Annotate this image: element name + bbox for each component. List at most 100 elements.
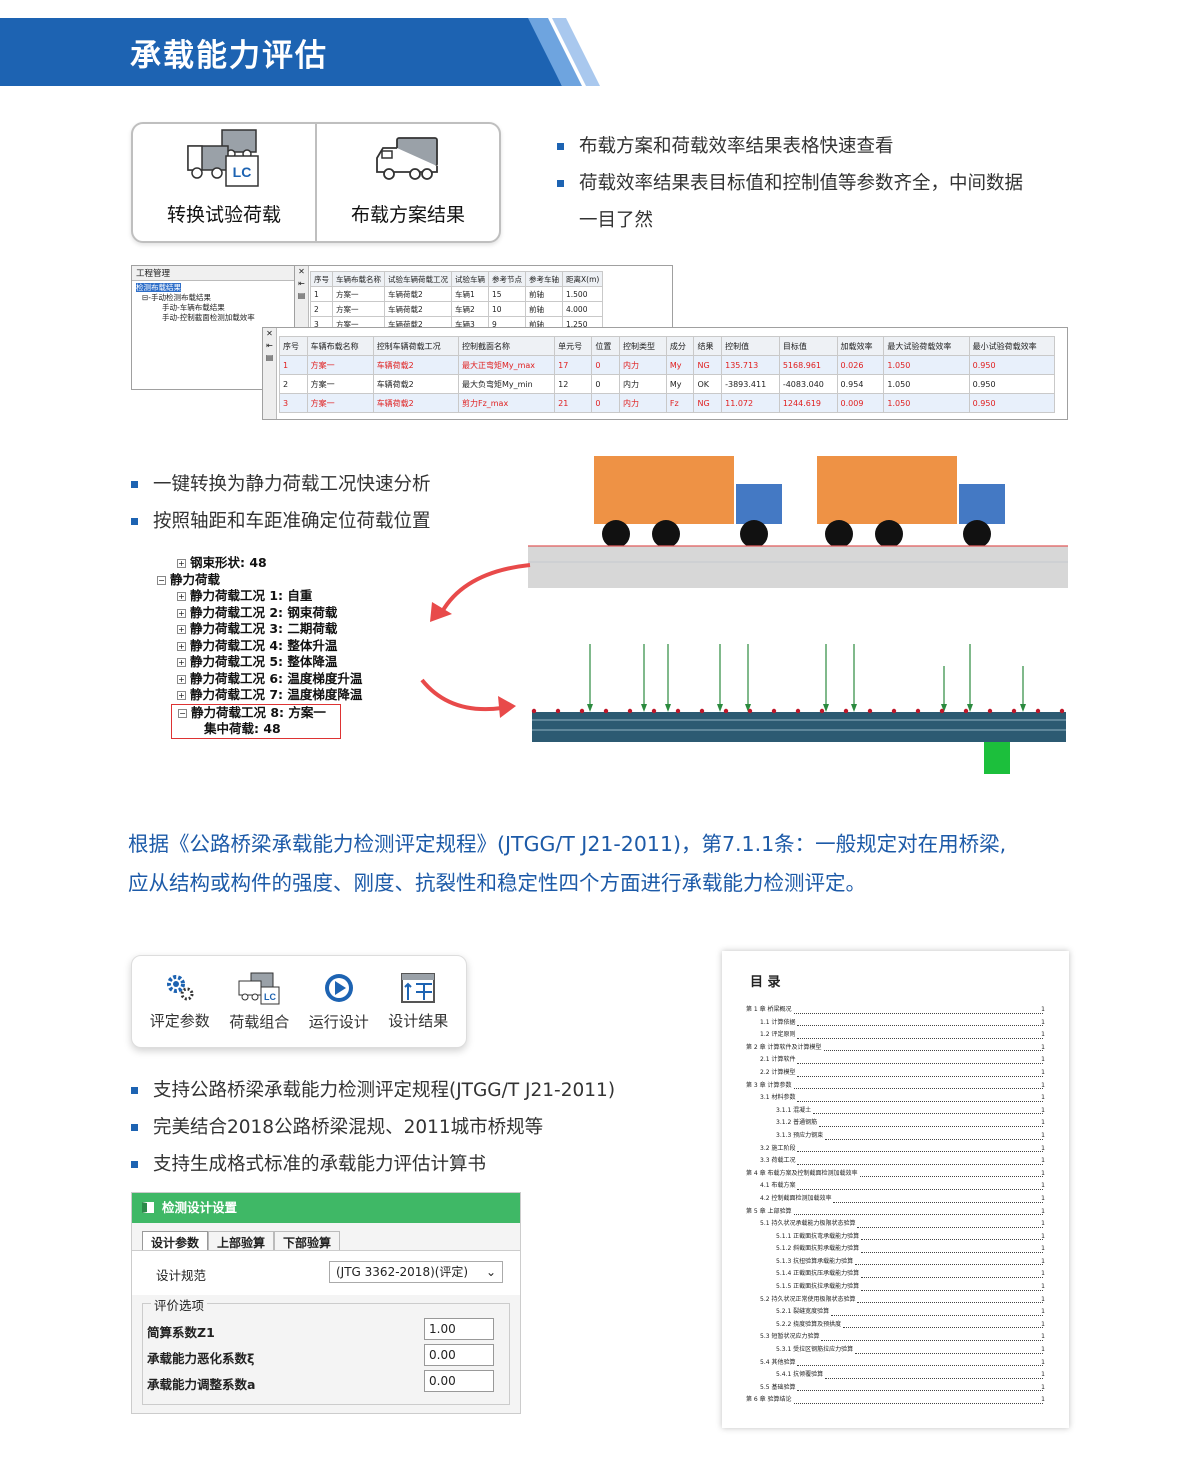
assessment-toolbar: 评定参数 LC 荷载组合 运行设计 设计结果: [131, 955, 467, 1048]
tree-group[interactable]: −静力荷载: [157, 571, 221, 587]
tab-bar: 设计参数 上部验算 下部验算: [132, 1223, 520, 1251]
node-marker: [531, 708, 537, 714]
field-input[interactable]: 1.00: [424, 1318, 494, 1340]
table-cell: 1: [279, 355, 308, 375]
toc-leader: [797, 1062, 1043, 1064]
toc-leader: [797, 1151, 1043, 1153]
toc-leader: [797, 1163, 1043, 1165]
table-cell: -4083.040: [778, 374, 838, 394]
node-marker: [939, 708, 945, 714]
table-cell: Fz: [665, 393, 695, 413]
expand-icon[interactable]: +: [177, 658, 186, 667]
design-result-button[interactable]: 设计结果: [388, 972, 448, 1031]
expand-icon[interactable]: +: [177, 592, 186, 601]
load-scheme-result-button[interactable]: 布载方案结果: [315, 124, 499, 241]
design-code-select[interactable]: (JTG 3362-2018)(评定)⌄: [329, 1261, 503, 1283]
node-marker: [651, 708, 657, 714]
node-marker: [987, 708, 993, 714]
tab-design-params[interactable]: 设计参数: [142, 1231, 209, 1250]
table-cell: 0: [591, 393, 621, 413]
tree-item[interactable]: +静力荷载工况 6: 温度梯度升温: [177, 670, 363, 686]
node-marker: [867, 708, 873, 714]
node-marker: [723, 708, 729, 714]
table-cell: OK: [693, 374, 723, 394]
table-cell: 最大正弯矩My_max: [457, 355, 556, 375]
toc-leader: [797, 1188, 1043, 1190]
run-design-button[interactable]: 运行设计: [309, 971, 369, 1032]
tree-item[interactable]: +静力荷载工况 3: 二期荷载: [177, 621, 338, 636]
node-marker: [747, 708, 753, 714]
expand-icon[interactable]: +: [177, 608, 186, 618]
convert-test-load-button[interactable]: LC 转换试验荷载: [133, 124, 315, 241]
toc-title: 目 录: [750, 975, 781, 990]
table-cell: 0.950: [968, 393, 1056, 413]
table-cell: 135.713: [721, 355, 780, 375]
toc-leader: [857, 1302, 1043, 1304]
toc-leader: [813, 1113, 1043, 1115]
expand-icon[interactable]: +: [177, 625, 186, 634]
column-header: 试验车辆荷载工况: [384, 271, 452, 287]
table-cell: 方案一: [306, 355, 374, 375]
toc-leader: [825, 1138, 1043, 1140]
table-cell: 0.950: [968, 374, 1056, 394]
tab-lower-check[interactable]: 下部验算: [274, 1231, 341, 1250]
table-cell: My: [665, 355, 695, 375]
bullet-item: 荷载效率结果表目标值和控制值等参数齐全，中间数据: [557, 165, 1023, 202]
load-efficiency-table-window: ✕⇤▤ 序号车辆布载名称控制车辆荷载工况控制截面名称单元号位置控制类型成分结果控…: [262, 327, 1068, 420]
page-title: 承载能力评估: [130, 38, 328, 74]
tree-item[interactable]: ⊟-手动检测布载结果: [142, 293, 211, 302]
tree-item[interactable]: +静力荷载工况 5: 整体降温: [177, 654, 338, 669]
tree-item[interactable]: +静力荷载工况 1: 自重: [177, 588, 313, 603]
field-input[interactable]: 0.00: [424, 1344, 494, 1366]
tree-child[interactable]: 集中荷载: 48: [204, 721, 281, 736]
tree-item[interactable]: +静力荷载工况 4: 整体升温: [177, 637, 338, 653]
expand-icon[interactable]: +: [177, 674, 186, 684]
truck-icon: [376, 137, 438, 180]
tree-item-selected[interactable]: 检测布载结果: [136, 283, 181, 292]
table-cell: 车辆荷载2: [384, 286, 452, 302]
bullet-item: 支持生成格式标准的承载能力评估计算书: [131, 1146, 615, 1183]
side-toolbar[interactable]: ✕⇤▤: [295, 266, 309, 332]
side-toolbar[interactable]: ✕⇤▤: [263, 328, 277, 419]
column-header: 控制类型: [619, 336, 667, 356]
toc-leader: [861, 1251, 1043, 1253]
column-header: 控制截面名称: [457, 336, 556, 356]
point-load-arrowhead: [665, 704, 671, 712]
load-combination-button[interactable]: LC 荷载组合: [229, 971, 289, 1032]
expand-icon[interactable]: +: [177, 641, 186, 651]
column-header: 试验车辆: [451, 271, 489, 287]
table-cell: 11.072: [721, 393, 780, 413]
assessment-params-button[interactable]: 评定参数: [150, 972, 210, 1031]
tree-item[interactable]: +静力荷载工况 7: 温度梯度降温: [177, 687, 363, 702]
point-load-diagram: [531, 644, 1066, 774]
field-input[interactable]: 0.00: [424, 1370, 494, 1392]
tab-upper-check[interactable]: 上部验算: [208, 1231, 275, 1250]
tree-item[interactable]: 手动-控制截面检测加载效率: [162, 313, 255, 322]
expand-icon[interactable]: +: [177, 691, 186, 700]
bullet-item: 布载方案和荷载效率结果表格快速查看: [557, 128, 1023, 165]
node-marker: [843, 708, 849, 714]
tree-item[interactable]: 手动-车辆布载结果: [162, 303, 225, 312]
tree-item[interactable]: +钢束形状: 48: [177, 555, 267, 570]
tree-item-selected[interactable]: −静力荷载工况 8: 方案一 集中荷载: 48: [171, 703, 341, 739]
column-header: 车辆布载名称: [306, 336, 374, 356]
table-cell: 15: [488, 286, 526, 302]
tree-item[interactable]: +静力荷载工况 2: 钢束荷载: [177, 604, 338, 620]
table-cell: 1.050: [883, 393, 970, 413]
column-header: 序号: [310, 271, 333, 287]
